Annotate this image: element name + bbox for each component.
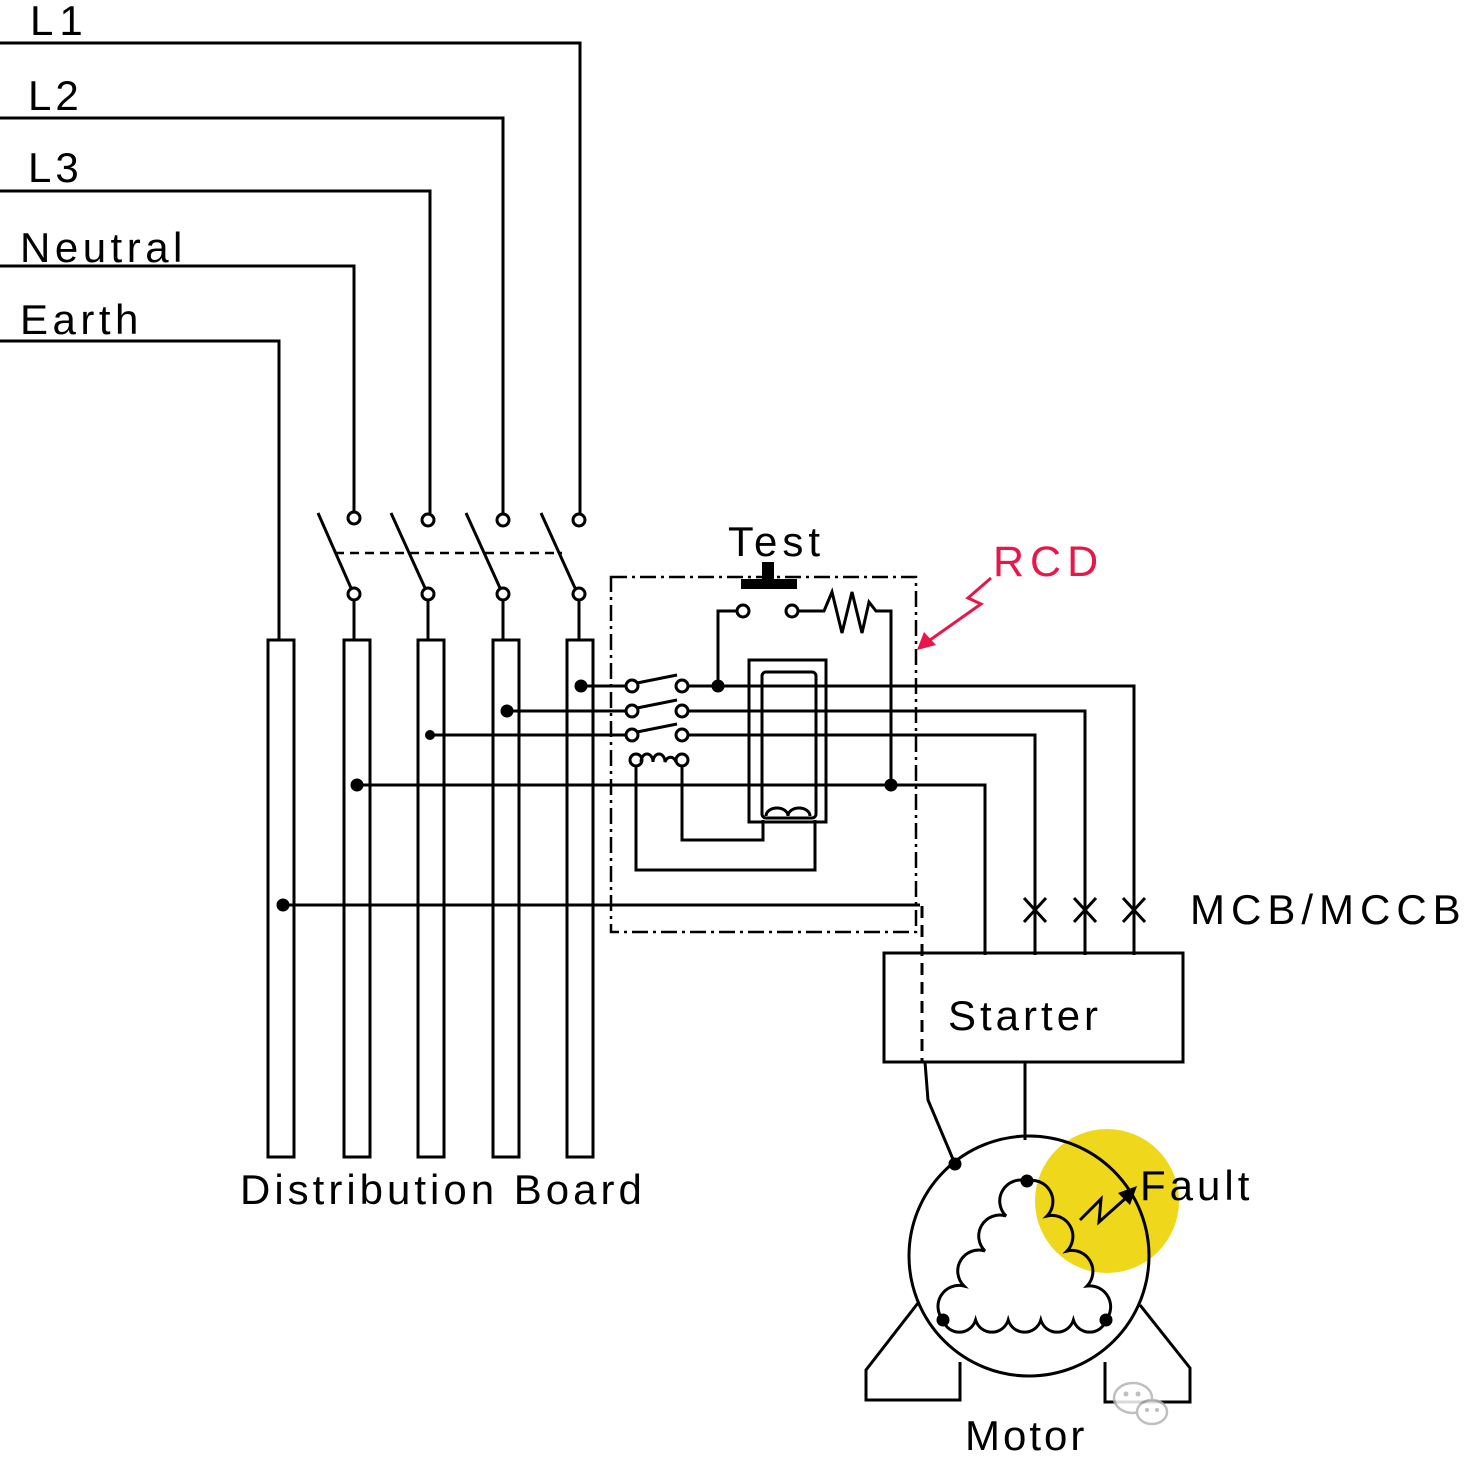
- distribution-board-label: Distribution Board: [240, 1166, 646, 1213]
- watermark-logo: [1112, 1381, 1169, 1426]
- supply-conductors: L1 L2 L3 Neutral Earth: [0, 0, 582, 640]
- l1-busbar-tap: [574, 679, 588, 693]
- switch-blade-l2: [464, 512, 502, 589]
- switch-bottom-terminal-neutral: [346, 586, 362, 602]
- l2-conductor: [0, 116, 505, 513]
- rcd-toroid-inner: [760, 670, 818, 820]
- breaker-mark-l2: [1072, 896, 1098, 924]
- fault-label: Fault: [1140, 1162, 1253, 1209]
- fault-arrowhead: [1118, 1186, 1137, 1205]
- test-button-plunger: [762, 562, 774, 580]
- switch-bottom-terminal-l3: [420, 586, 436, 602]
- test-button: [741, 562, 797, 589]
- motor-foot-right: [1103, 1304, 1192, 1404]
- rcd-toroid-outer: [747, 658, 828, 824]
- switch-top-terminal-neutral: [346, 510, 362, 526]
- distribution-board: Distribution Board: [240, 638, 646, 1213]
- l2-busbar: [491, 638, 521, 1159]
- rcd-contact-in-l3: [624, 727, 640, 743]
- earth-wire-to-motor-frame: [923, 1061, 957, 1165]
- rcd-contact-in-l2: [624, 703, 640, 719]
- l1-load-wire: [688, 684, 1136, 955]
- motor-foot-left: [864, 1302, 962, 1402]
- motor-winding-left: [936, 1178, 1028, 1321]
- switch-top-terminal-l3: [420, 512, 436, 528]
- l3-label: L3: [28, 144, 83, 191]
- l2-label: L2: [28, 72, 83, 119]
- rcd-contact-out-l1: [674, 678, 690, 694]
- rcd-contact-blade-l2: [636, 698, 678, 710]
- switch-bottom-terminal-l1: [571, 586, 587, 602]
- motor-winding-bottom: [941, 1314, 1108, 1334]
- rcd-contact-blade-l1: [636, 673, 678, 685]
- earth-conductor: [0, 339, 281, 640]
- switch-bottom-terminal-l2: [495, 586, 511, 602]
- rcd-callout-arrow: [929, 576, 992, 642]
- outgoing-circuit: [276, 673, 1136, 1165]
- breaker-mark-l3: [1022, 896, 1048, 924]
- test-circuit-wire-left: [716, 609, 737, 686]
- main-switch: [316, 510, 587, 640]
- earth-busbar-tap: [276, 898, 290, 912]
- neutral-load-wire: [357, 783, 987, 955]
- mcb-mccb: MCB/MCCB: [1022, 886, 1467, 933]
- rcd-contact-out-l3: [674, 727, 690, 743]
- trip-coil-terminal-right: [674, 752, 690, 768]
- chat-bubble-small-icon: [1135, 1398, 1169, 1426]
- mcb-mccb-label: MCB/MCCB: [1190, 886, 1467, 933]
- starter-label: Starter: [948, 992, 1102, 1039]
- motor-label: Motor: [965, 1412, 1087, 1459]
- starter-box: [882, 951, 1185, 1064]
- rcd-contact-out-l2: [674, 703, 690, 719]
- switch-blade-l1: [539, 512, 577, 589]
- test-circuit-junction-neutral: [884, 778, 898, 792]
- l3-busbar: [416, 638, 446, 1159]
- motor-winding-node-top: [1020, 1174, 1034, 1188]
- fault-lightning-arrow: [1078, 1195, 1128, 1226]
- rcd-callout-arrowhead: [917, 632, 936, 650]
- motor-winding-node-left: [936, 1313, 950, 1327]
- test-button-bar: [741, 579, 797, 589]
- motor-frame-earth-point: [948, 1157, 962, 1171]
- switch-blade-neutral: [316, 512, 353, 589]
- switch-top-terminal-l2: [495, 512, 511, 528]
- switch-top-terminal-l1: [571, 512, 587, 528]
- neutral-label: Neutral: [20, 224, 187, 271]
- neutral-busbar: [342, 638, 372, 1159]
- l2-busbar-tap: [500, 704, 514, 718]
- test-contact-right: [784, 603, 800, 619]
- breaker-mark-l1: [1121, 896, 1147, 924]
- l1-label: L1: [30, 0, 89, 44]
- l1-busbar: [565, 638, 595, 1159]
- rcd-contact-in-l1: [624, 678, 640, 694]
- motor-frame: [907, 1134, 1151, 1378]
- neutral-busbar-tap: [350, 778, 364, 792]
- fault-highlight: [1035, 1129, 1179, 1273]
- l1-conductor: [0, 41, 582, 513]
- earth-busbar: [266, 638, 296, 1159]
- rcd-label: RCD: [993, 538, 1104, 586]
- l3-busbar-tap: [425, 730, 435, 740]
- trip-circuit-inner-wire: [680, 766, 765, 842]
- motor-winding-node-right: [1099, 1313, 1113, 1327]
- neutral-conductor: [0, 264, 356, 511]
- earth-label: Earth: [20, 296, 143, 343]
- trip-circuit-outer-wire: [634, 766, 817, 872]
- motor: Fault Motor: [864, 1129, 1253, 1459]
- trip-coil: [639, 752, 678, 763]
- test-resistor: [798, 587, 893, 785]
- switch-blade-l3: [389, 512, 427, 589]
- test-label: Test: [728, 518, 825, 565]
- l3-load-wire: [688, 733, 1037, 955]
- rcd-sense-winding: [764, 806, 812, 817]
- rcd-unit: Test RCD: [609, 518, 1104, 934]
- rcd-contact-blade-l3: [636, 722, 678, 734]
- l3-conductor: [0, 189, 432, 513]
- starter: Starter: [882, 951, 1185, 1140]
- test-contact-left: [735, 603, 751, 619]
- motor-winding-right: [1026, 1178, 1113, 1321]
- l2-load-wire: [688, 709, 1087, 955]
